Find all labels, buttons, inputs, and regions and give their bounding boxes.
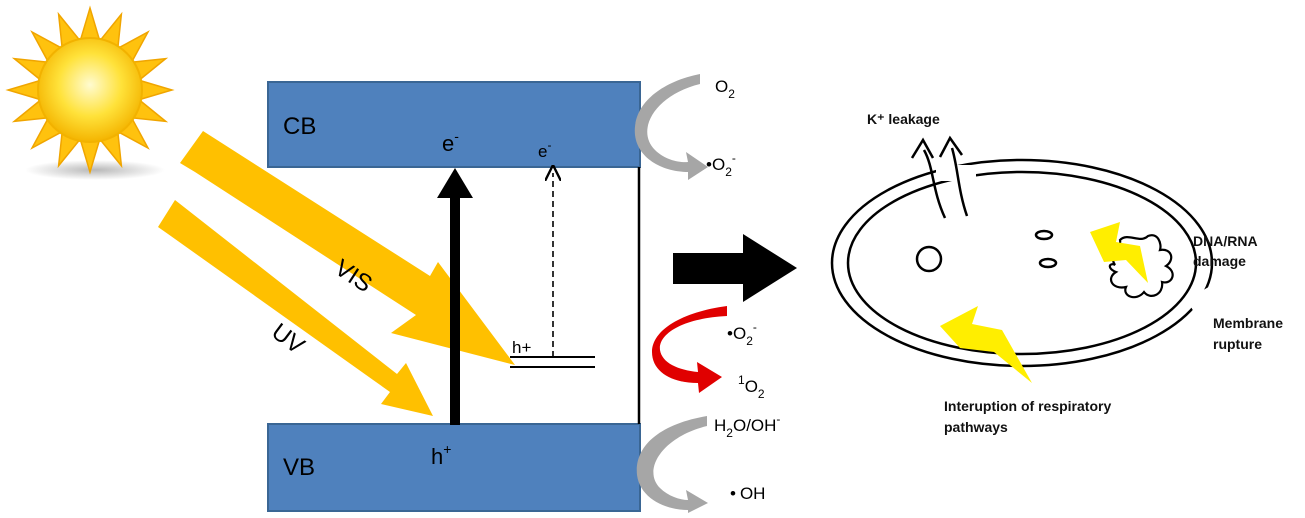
vb-reaction-arrow <box>636 416 708 513</box>
cb-reaction-arrow <box>634 74 708 180</box>
dna-damage-label-line2: damage <box>1193 253 1246 269</box>
inner-membrane <box>846 170 1198 356</box>
hole-main-label: h+ <box>431 441 451 469</box>
o2-label: O2 <box>715 77 735 101</box>
sun-ray <box>140 79 175 101</box>
electron-trap-label: e- <box>538 138 551 161</box>
lightning-bolt-respiratory-icon <box>940 306 1032 383</box>
cb-label: CB <box>283 113 316 140</box>
valence-band: VB <box>267 423 641 512</box>
excitation-arrow <box>437 168 473 425</box>
respiratory-label-line2: pathways <box>944 419 1008 435</box>
bacterium-cell <box>830 135 1218 383</box>
vb-rect <box>267 423 641 512</box>
singlet-oxygen-label: 1O2 <box>738 373 765 401</box>
conduction-band: CB <box>267 81 641 168</box>
dna-damage-label-line1: DNA/RNA <box>1193 233 1258 249</box>
ribosome-top <box>1034 229 1054 241</box>
superoxide-cb-label: •O2- <box>706 151 736 179</box>
cb-rect <box>267 81 641 168</box>
dna-strand <box>1108 234 1174 299</box>
k-leakage-label: K⁺ leakage <box>867 111 940 127</box>
vb-label: VB <box>283 454 315 481</box>
lightning-bolt-dna-icon <box>1090 222 1148 283</box>
transition-arrow <box>673 234 797 302</box>
vesicle <box>915 245 943 273</box>
water-label: H2O/OH- <box>714 412 780 440</box>
leakage-arrow-right <box>950 147 969 217</box>
membrane-rupture-label-line1: Membrane <box>1213 315 1283 331</box>
leakage-arrow-left <box>922 149 947 219</box>
uv-beam <box>158 200 433 416</box>
sun-ray <box>5 79 40 101</box>
singlet-oxygen-arrow <box>652 306 727 393</box>
membrane-rupture-label-line2: rupture <box>1213 336 1262 352</box>
ribosome-bottom <box>1038 257 1058 269</box>
electron-main-label: e- <box>442 128 459 156</box>
sun-icon <box>5 5 175 180</box>
superoxide-mid-label: •O2- <box>727 320 757 348</box>
respiratory-label-line1: Interuption of respiratory <box>944 398 1111 414</box>
hydroxyl-label: •OH <box>730 484 765 503</box>
hole-trap-label: h+ <box>512 338 531 357</box>
sun-ray <box>79 5 101 40</box>
vis-beam <box>180 131 515 365</box>
